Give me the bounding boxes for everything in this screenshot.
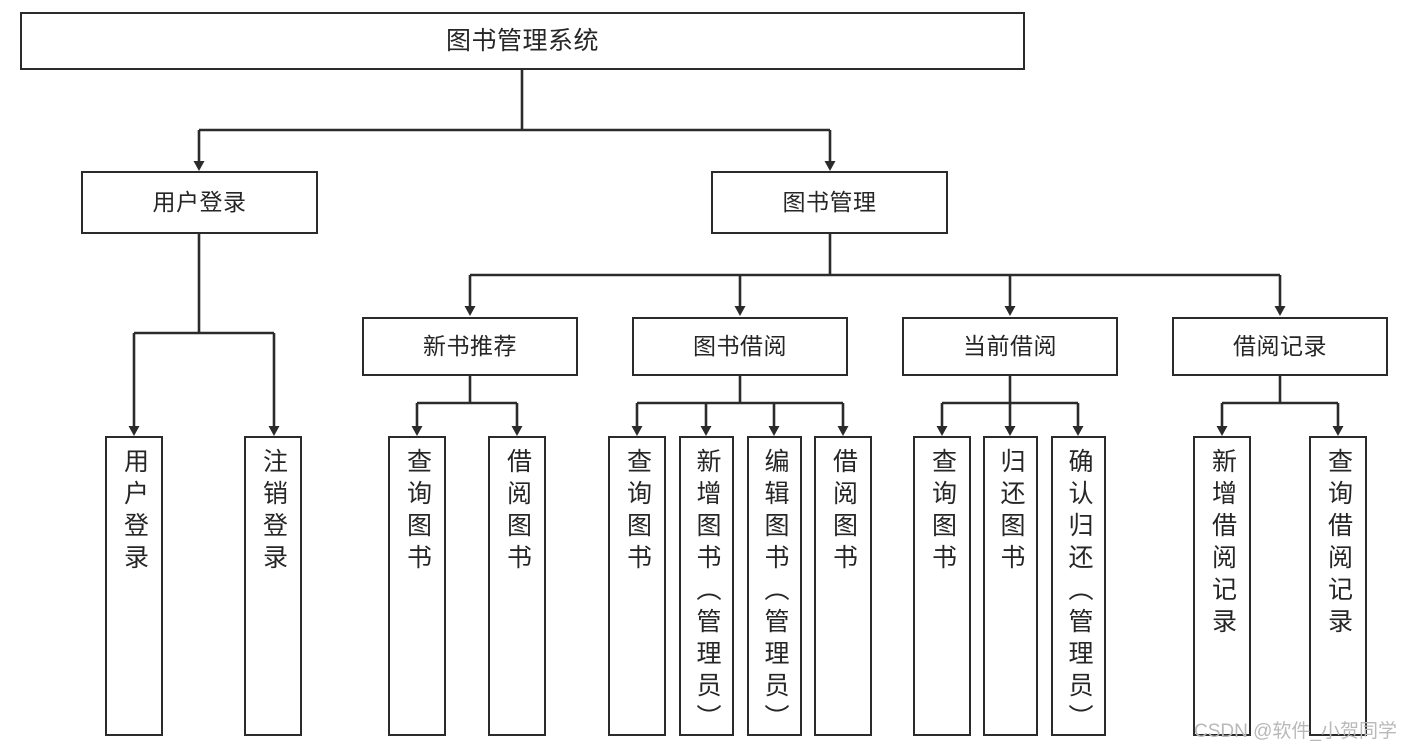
node-leaf-query-book-borrow[interactable]: 查询图书 [608, 436, 666, 736]
node-leaf-user-login[interactable]: 用户登录 [105, 436, 163, 736]
node-label: 确认归还（管理员） [1065, 448, 1093, 736]
node-label: 编辑图书（管理员） [761, 448, 789, 736]
node-label: 查询图书 [403, 448, 432, 576]
node-book-management[interactable]: 图书管理 [711, 171, 948, 234]
node-label: 查询图书 [623, 448, 652, 576]
node-leaf-edit-book-admin[interactable]: 编辑图书（管理员） [747, 436, 802, 736]
node-label: 当前借阅 [963, 333, 1057, 360]
node-leaf-borrow-book[interactable]: 借阅图书 [814, 436, 872, 736]
node-leaf-logout[interactable]: 注销登录 [244, 436, 302, 736]
node-current-borrow[interactable]: 当前借阅 [902, 317, 1118, 376]
node-leaf-confirm-return-admin[interactable]: 确认归还（管理员） [1051, 436, 1106, 736]
node-book-borrow[interactable]: 图书借阅 [632, 317, 848, 376]
node-label: 归还图书 [997, 448, 1025, 576]
node-borrow-record[interactable]: 借阅记录 [1172, 317, 1388, 376]
node-label: 新书推荐 [423, 333, 517, 360]
node-leaf-query-book-current[interactable]: 查询图书 [913, 436, 971, 736]
node-label: 图书借阅 [693, 333, 787, 360]
node-label: 借阅图书 [829, 448, 858, 576]
node-label: 注销登录 [259, 448, 288, 576]
watermark-text: CSDN @软件_小贺同学 [1194, 721, 1397, 742]
node-leaf-query-borrow-record[interactable]: 查询借阅记录 [1309, 436, 1367, 736]
node-label: 图书管理系统 [445, 26, 599, 55]
node-label: 借阅记录 [1233, 333, 1327, 360]
node-label: 图书管理 [782, 189, 877, 216]
node-label: 新增借阅记录 [1208, 448, 1237, 640]
node-label: 用户登录 [120, 448, 149, 576]
node-root-book-management-system[interactable]: 图书管理系统 [20, 12, 1025, 70]
node-label: 用户登录 [152, 189, 247, 216]
node-new-book-recommend[interactable]: 新书推荐 [362, 317, 578, 376]
node-label: 新增图书（管理员） [693, 448, 721, 736]
node-label: 借阅图书 [503, 448, 532, 576]
node-leaf-add-borrow-record[interactable]: 新增借阅记录 [1193, 436, 1251, 736]
node-leaf-query-book-newbook[interactable]: 查询图书 [388, 436, 446, 736]
node-leaf-borrow-book-newbook[interactable]: 借阅图书 [488, 436, 546, 736]
node-leaf-return-book[interactable]: 归还图书 [983, 436, 1038, 736]
node-label: 查询借阅记录 [1324, 448, 1353, 640]
node-leaf-add-book-admin[interactable]: 新增图书（管理员） [679, 436, 734, 736]
node-user-login[interactable]: 用户登录 [81, 171, 318, 234]
node-label: 查询图书 [928, 448, 957, 576]
